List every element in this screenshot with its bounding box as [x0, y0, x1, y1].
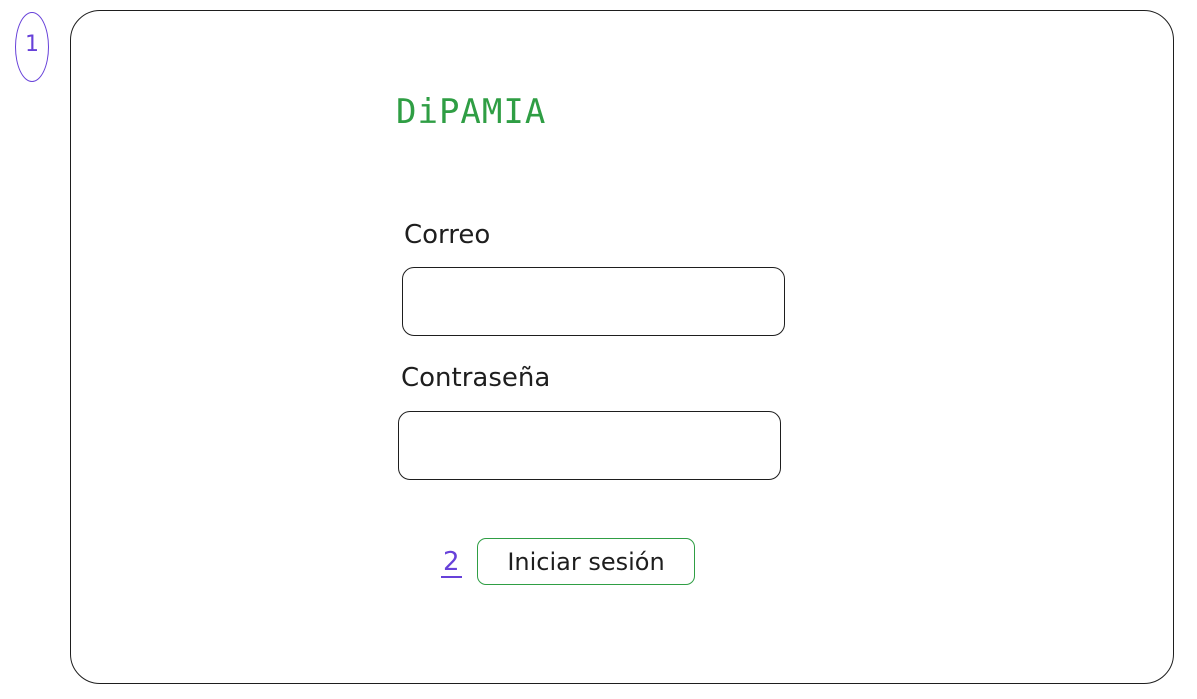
- screen-number-annotation: 1: [15, 12, 49, 82]
- screen-number-label: 1: [25, 31, 39, 57]
- email-input[interactable]: [402, 267, 785, 336]
- app-title: DiPAMIA: [396, 92, 547, 132]
- email-label: Correo: [404, 220, 491, 250]
- login-button[interactable]: Iniciar sesión: [477, 538, 695, 585]
- button-step-annotation: 2: [441, 547, 462, 578]
- login-screen-frame: [70, 10, 1174, 684]
- password-label: Contraseña: [401, 363, 551, 393]
- password-input[interactable]: [398, 411, 781, 480]
